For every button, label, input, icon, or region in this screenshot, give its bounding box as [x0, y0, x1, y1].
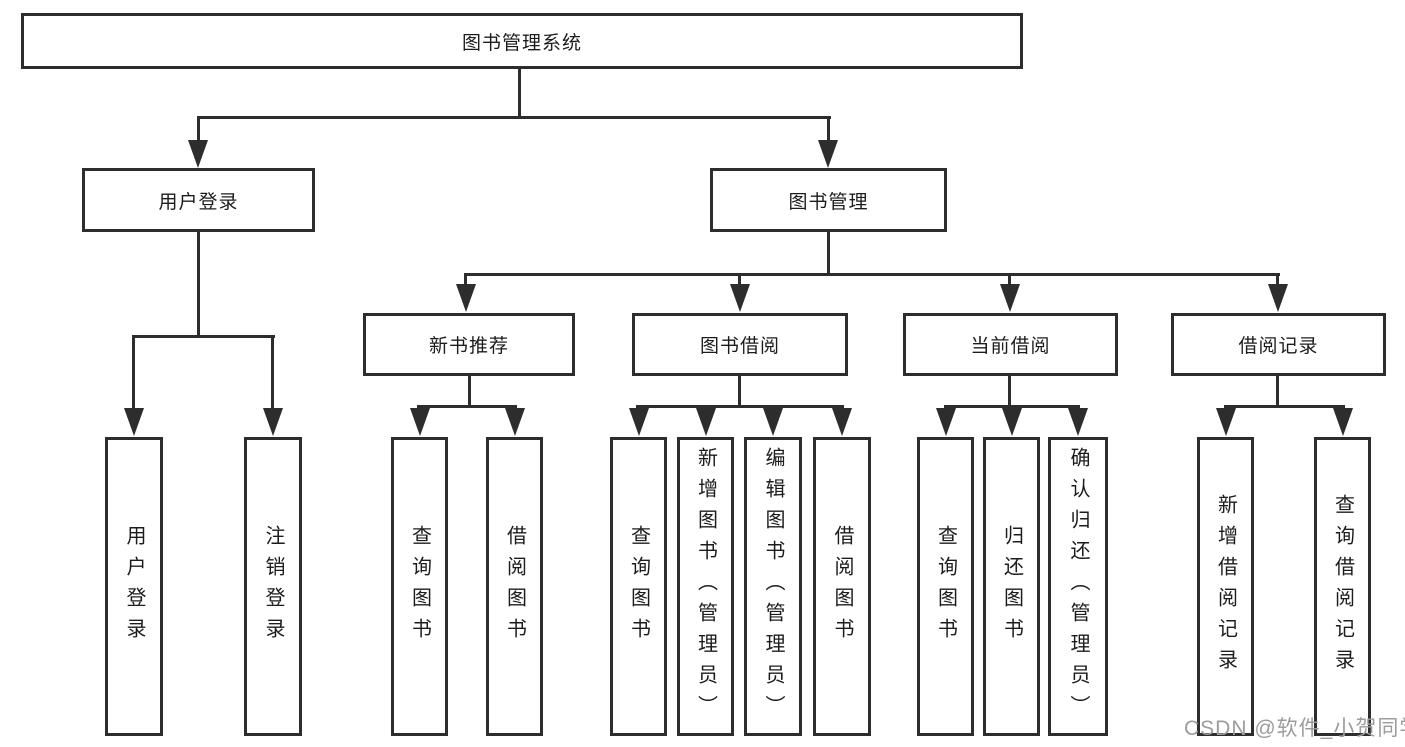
node-new-book-recommend: 新书推荐 — [363, 313, 575, 376]
connector-current-stem — [1008, 376, 1011, 408]
arrow-down-icon — [1000, 284, 1020, 312]
node-leaf-query-books-current: 查询图书 — [917, 437, 974, 736]
node-label: 查询图书 — [627, 524, 650, 649]
node-borrow-records: 借阅记录 — [1171, 313, 1386, 376]
node-label: 新增借阅记录 — [1214, 493, 1237, 680]
arrow-down-icon — [410, 408, 430, 436]
node-current-borrow: 当前借阅 — [903, 313, 1118, 376]
arrow-down-icon — [832, 408, 852, 436]
connector-drop — [197, 119, 200, 142]
node-label: 确认归还（管理员） — [1067, 447, 1089, 726]
connector-userlogin-bus — [132, 335, 275, 338]
arrow-down-icon — [188, 140, 208, 168]
node-book-management: 图书管理 — [710, 168, 947, 232]
arrow-down-icon — [1002, 408, 1022, 436]
node-leaf-confirm-return-admin: 确认归还（管理员） — [1048, 437, 1108, 736]
connector-drop — [738, 276, 741, 285]
connector-drop — [464, 276, 467, 285]
node-label: 注销登录 — [262, 524, 284, 649]
node-leaf-query-books-borrow: 查询图书 — [610, 437, 667, 736]
connector-current-bus — [944, 405, 1080, 408]
connector-drop — [1276, 276, 1279, 285]
node-label: 查询图书 — [408, 524, 431, 649]
arrow-down-icon — [818, 140, 838, 168]
node-leaf-query-books-recommend: 查询图书 — [391, 437, 448, 736]
connector-recommend-stem — [468, 376, 471, 408]
csdn-watermark: CSDN @软件_小贺同学 — [1184, 717, 1405, 740]
arrow-down-icon — [696, 408, 716, 436]
node-label: 借阅图书 — [503, 524, 526, 649]
node-leaf-edit-books-admin: 编辑图书（管理员） — [744, 437, 802, 736]
arrow-down-icon — [730, 284, 750, 312]
node-leaf-return-books: 归还图书 — [983, 437, 1040, 736]
connector-level3-bus — [464, 273, 1280, 276]
node-leaf-query-borrow-record: 查询借阅记录 — [1314, 437, 1371, 736]
node-label: 查询借阅记录 — [1331, 493, 1354, 680]
arrow-down-icon — [763, 408, 783, 436]
arrow-down-icon — [1268, 284, 1288, 312]
connector-bookmgmt-stem — [827, 232, 830, 276]
connector-drop — [827, 119, 830, 142]
connector-level2-bus — [197, 116, 831, 119]
connector-borrow-bus — [636, 405, 844, 408]
node-user-login: 用户登录 — [82, 168, 315, 232]
connector-drop — [132, 338, 135, 408]
connector-userlogin-stem — [197, 232, 200, 338]
node-label: 借阅图书 — [831, 524, 853, 649]
arrow-down-icon — [936, 408, 956, 436]
arrow-down-icon — [263, 408, 283, 436]
arrow-down-icon — [1333, 408, 1353, 436]
node-leaf-borrow-books-recommend: 借阅图书 — [486, 437, 543, 736]
node-leaf-add-books-admin: 新增图书（管理员） — [677, 437, 734, 736]
connector-root-stem — [518, 69, 521, 119]
connector-recommend-bus — [417, 405, 517, 408]
connector-drop — [271, 338, 274, 408]
arrow-down-icon — [1216, 408, 1236, 436]
connector-records-bus — [1224, 405, 1345, 408]
node-root: 图书管理系统 — [21, 13, 1023, 69]
arrow-down-icon — [629, 408, 649, 436]
node-label: 用户登录 — [123, 524, 145, 649]
node-leaf-borrow-books: 借阅图书 — [813, 437, 871, 736]
node-book-borrow: 图书借阅 — [632, 313, 848, 376]
arrow-down-icon — [456, 284, 476, 312]
node-label: 编辑图书（管理员） — [762, 447, 784, 726]
arrow-down-icon — [505, 408, 525, 436]
node-leaf-add-borrow-record: 新增借阅记录 — [1197, 437, 1254, 736]
arrow-down-icon — [124, 408, 144, 436]
node-label: 归还图书 — [1000, 524, 1023, 649]
connector-borrow-stem — [738, 376, 741, 408]
node-leaf-logout: 注销登录 — [244, 437, 302, 736]
connector-records-stem — [1276, 376, 1279, 408]
connector-drop — [1008, 276, 1011, 285]
node-leaf-user-login: 用户登录 — [105, 437, 163, 736]
node-label: 新增图书（管理员） — [694, 447, 717, 726]
arrow-down-icon — [1068, 408, 1088, 436]
node-label: 查询图书 — [934, 524, 957, 649]
